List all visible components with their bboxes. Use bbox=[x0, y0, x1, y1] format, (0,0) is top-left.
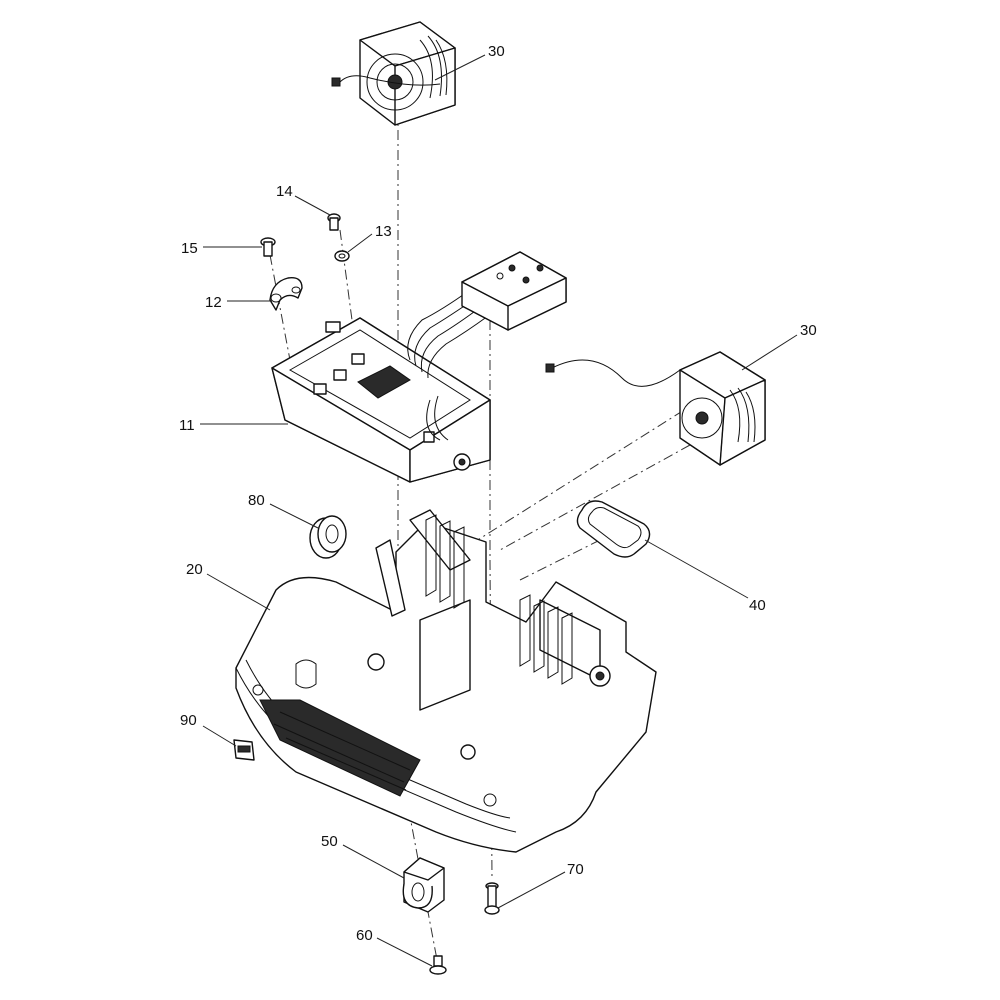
screw-15 bbox=[260, 237, 276, 257]
callout-screw-15: 15 bbox=[181, 240, 198, 257]
callout-screw-14: 14 bbox=[276, 183, 293, 200]
callout-washer-13: 13 bbox=[375, 223, 392, 240]
callout-gasket-40: 40 bbox=[749, 597, 766, 614]
callout-screw-60: 60 bbox=[356, 927, 373, 944]
gasket-40 bbox=[576, 500, 651, 558]
ring-80 bbox=[309, 515, 347, 559]
callout-housing-20: 20 bbox=[186, 561, 203, 578]
connector-plug bbox=[461, 251, 567, 331]
callout-screw-70: 70 bbox=[567, 861, 584, 878]
bracket-50 bbox=[402, 857, 445, 913]
callout-controller-11: 11 bbox=[179, 417, 195, 434]
callout-bracket-50: 50 bbox=[321, 833, 338, 850]
callout-clamp-12: 12 bbox=[205, 294, 222, 311]
callout-ring-80: 80 bbox=[248, 492, 265, 509]
callout-labels: 30 14 13 15 12 30 11 80 20 40 90 50 70 6… bbox=[179, 43, 817, 944]
housing-20 bbox=[235, 509, 657, 853]
fan-side bbox=[545, 351, 766, 466]
controller-11 bbox=[271, 289, 491, 483]
callout-fan-top: 30 bbox=[488, 43, 505, 60]
clip-90 bbox=[233, 739, 255, 761]
fan-top bbox=[331, 21, 456, 126]
leader-lines bbox=[200, 54, 798, 967]
screw-14 bbox=[327, 213, 341, 231]
callout-clip-90: 90 bbox=[180, 712, 197, 729]
screw-70 bbox=[484, 882, 500, 915]
washer-13 bbox=[334, 250, 350, 262]
screw-60 bbox=[429, 955, 447, 975]
callout-fan-side: 30 bbox=[800, 322, 817, 339]
clamp-12 bbox=[269, 277, 303, 311]
